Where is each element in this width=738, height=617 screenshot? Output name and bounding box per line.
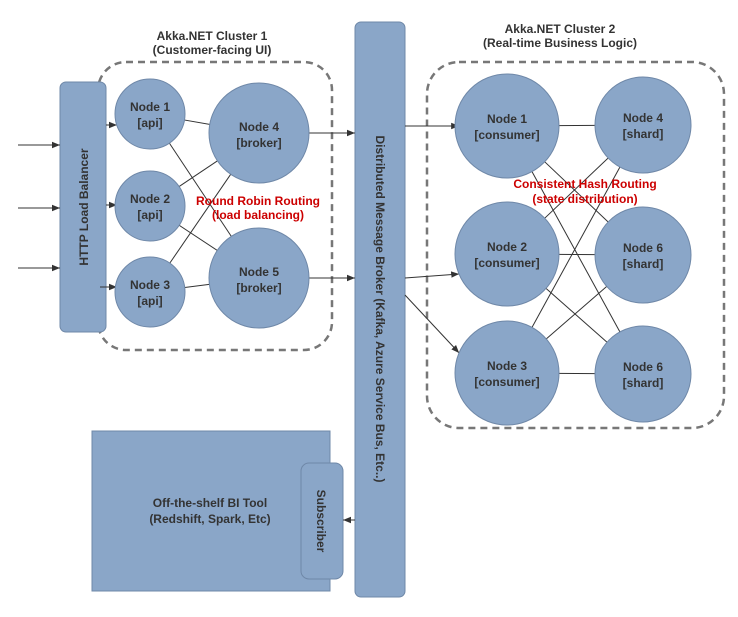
node-role: [consumer] — [474, 256, 539, 270]
cluster-2-title: Akka.NET Cluster 2 — [505, 22, 616, 36]
bi-tool-label: Off-the-shelf BI Tool — [153, 496, 267, 510]
node-name: Node 4 — [239, 120, 279, 134]
consistent-hash-routing-sublabel: (state distribution) — [532, 192, 637, 206]
node-name: Node 2 — [487, 240, 527, 254]
node-role: [consumer] — [474, 128, 539, 142]
edge-message_broker-to-c2-node3 — [404, 294, 460, 354]
edge-message_broker-to-c2-node2 — [404, 271, 460, 279]
node-name: Node 6 — [623, 241, 663, 255]
node-name: Node 1 — [487, 112, 527, 126]
node-role: [api] — [137, 208, 162, 222]
round-robin-routing-label: Round Robin Routing — [196, 194, 320, 208]
cluster-2-node-3-consumer: Node 3 [consumer] — [454, 320, 560, 426]
edge-c1-node3-to-c1-node4 — [160, 155, 244, 277]
message-broker-box — [354, 21, 406, 598]
round-robin-routing-sublabel: (load balancing) — [212, 208, 304, 222]
subscriber: Subscriber — [300, 462, 344, 580]
node-role: [shard] — [623, 257, 664, 271]
http-load-balancer: HTTP Load Balancer — [59, 81, 107, 333]
edge-c2-node1-to-c2-node6b — [520, 150, 631, 352]
bi-tool: Off-the-shelf BI Tool (Redshift, Spark, … — [91, 430, 331, 592]
cluster-1-boundary — [96, 60, 334, 352]
node-role: [api] — [137, 294, 162, 308]
cluster-1-node-3-api: Node 3 [api] — [114, 256, 186, 328]
node-circle — [114, 78, 186, 150]
node-name: Node 4 — [623, 111, 663, 125]
bi-tool-sublabel: (Redshift, Spark, Etc) — [149, 512, 270, 526]
edge-c1-node1-to-c1-node5 — [160, 129, 245, 256]
consistent-hash-routing-label: Consistent Hash Routing — [513, 177, 656, 191]
load-balancer-box — [59, 81, 107, 333]
node-name: Node 5 — [239, 265, 279, 279]
node-circle — [454, 73, 560, 179]
node-circle — [114, 256, 186, 328]
distributed-message-broker: Distributed Message Broker (Kafka, Azure… — [354, 21, 406, 598]
node-name: Node 3 — [130, 278, 170, 292]
cluster-2-node-1-consumer: Node 1 [consumer] — [454, 73, 560, 179]
node-circle — [594, 206, 692, 304]
node-name: Node 2 — [130, 192, 170, 206]
cluster-2-node-6-shard-upper: Node 6 [shard] — [594, 206, 692, 304]
cluster-2-subtitle: (Real-time Business Logic) — [483, 36, 637, 50]
edge-c2-node3-to-c2-node4 — [520, 147, 631, 349]
node-role: [shard] — [623, 127, 664, 141]
node-circle — [208, 82, 310, 184]
node-circle — [454, 201, 560, 307]
load-balancer-label: HTTP Load Balancer — [77, 148, 91, 265]
subscriber-label: Subscriber — [314, 490, 328, 553]
node-circle — [114, 170, 186, 242]
node-role: [consumer] — [474, 375, 539, 389]
cluster-2-boundary — [425, 60, 726, 430]
node-role: [api] — [137, 116, 162, 130]
cluster-1-title: Akka.NET Cluster 1 — [157, 29, 268, 43]
node-name: Node 6 — [623, 360, 663, 374]
cluster-1-node-1-api: Node 1 [api] — [114, 78, 186, 150]
cluster-1-node-4-broker: Node 4 [broker] — [208, 82, 310, 184]
node-circle — [208, 227, 310, 329]
bi-tool-box — [91, 430, 331, 592]
node-role: [broker] — [236, 136, 281, 150]
node-circle — [454, 320, 560, 426]
node-circle — [594, 325, 692, 423]
nodes: Node 1 [api] Node 2 [api] Node 3 [api] N… — [114, 73, 692, 426]
cluster-2-node-2-consumer: Node 2 [consumer] — [454, 201, 560, 307]
node-circle — [594, 76, 692, 174]
node-role: [broker] — [236, 281, 281, 295]
message-broker-label: Distributed Message Broker (Kafka, Azure… — [373, 135, 387, 482]
node-name: Node 1 — [130, 100, 170, 114]
cluster-2-node-6-shard-lower: Node 6 [shard] — [594, 325, 692, 423]
node-name: Node 3 — [487, 359, 527, 373]
cluster-1-node-2-api: Node 2 [api] — [114, 170, 186, 242]
cluster-2-node-4-shard: Node 4 [shard] — [594, 76, 692, 174]
node-role: [shard] — [623, 376, 664, 390]
cluster-1-node-5-broker: Node 5 [broker] — [208, 227, 310, 329]
cluster-1-subtitle: (Customer-facing UI) — [153, 43, 272, 57]
